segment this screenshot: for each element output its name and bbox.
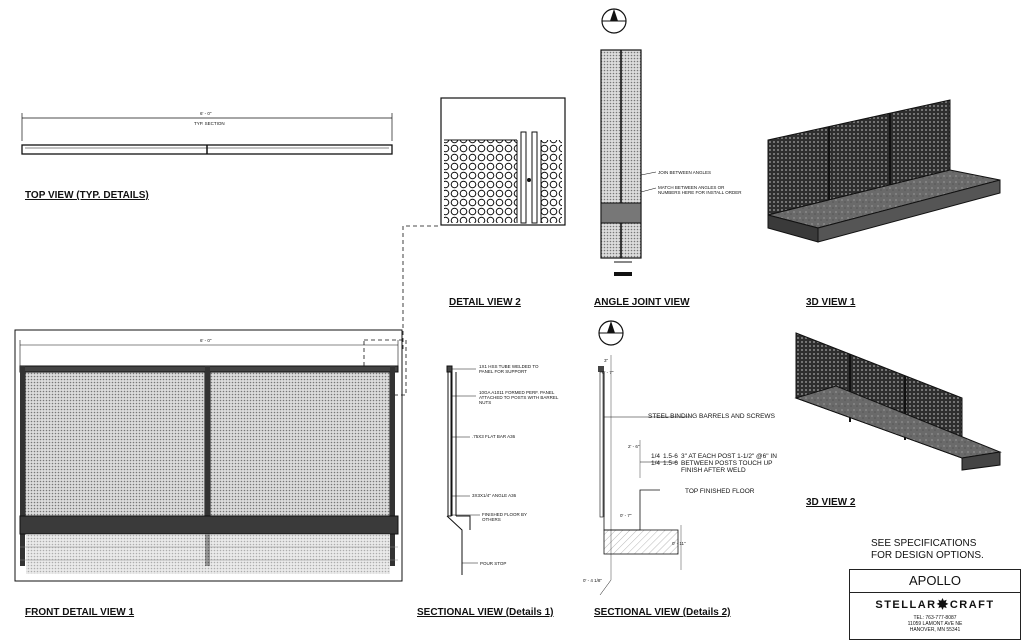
- angle-joint-drawing: [600, 8, 657, 276]
- sectional-view-1-title: SECTIONAL VIEW (Details 1): [417, 607, 554, 618]
- detail-callout-box: [363, 339, 407, 396]
- sect2-mid-dimension: 2' - 6": [628, 444, 640, 449]
- sect2-note-2: 3" AT EACH POST 1-1/2" @6" IN BETWEEN PO…: [681, 453, 777, 474]
- front-detail-view-drawing: [14, 329, 403, 582]
- sect2-bottom-dimension: 0' - 4 1/8": [583, 578, 602, 583]
- sect1-note-1: 1X1 HSS TUBE WELDED TO PANEL FOR SUPPORT: [479, 364, 539, 374]
- angle-joint-view-title: ANGLE JOINT VIEW: [594, 297, 690, 308]
- sect2-note-3: TOP FINISHED FLOOR: [685, 488, 755, 495]
- star-icon: ✸: [936, 596, 950, 612]
- 3d-view-2-title: 3D VIEW 2: [806, 497, 856, 508]
- spec-note: SEE SPECIFICATIONS FOR DESIGN OPTIONS.: [871, 538, 984, 561]
- 3d-view-1-title: 3D VIEW 1: [806, 297, 856, 308]
- brand-left: STELLAR: [875, 599, 937, 611]
- sect1-note-4: 3X3X1/4" ANGLE A36: [472, 493, 517, 498]
- company-address: TEL: 763-777-8087 11059 LAMONT AVE NE HA…: [907, 615, 963, 633]
- 3d-view-1-drawing: [767, 99, 1001, 243]
- sect2-top2-dimension: 0' - 7": [602, 370, 614, 375]
- brand-logo: STELLAR✸CRAFT: [850, 596, 1020, 613]
- top-view-drawing: [21, 113, 393, 155]
- front-width-dimension: 6' - 0": [200, 338, 212, 343]
- sect2-weld-symbol-a: 1/4 1/4: [651, 453, 661, 467]
- sectional-view-2-drawing: [598, 320, 690, 596]
- 3d-view-2-drawing: [794, 332, 1002, 471]
- sect2-low-dimension: 0' - 7": [620, 513, 632, 518]
- sect2-note-1: STEEL BINDING BARRELS AND SCREWS: [648, 413, 775, 420]
- title-block: APOLLO STELLAR✸CRAFT TEL: 763-777-8087 1…: [849, 569, 1021, 640]
- detail-leader-dashed: [402, 225, 441, 349]
- sect2-top-dimension: 3": [604, 358, 609, 363]
- sect1-note-6: POUR STOP: [480, 561, 507, 566]
- brand-right: CRAFT: [949, 599, 995, 611]
- project-name: APOLLO: [850, 570, 1020, 593]
- detail-view-2-title: DETAIL VIEW 2: [449, 297, 521, 308]
- sect2-base-dimension: 0' - 11": [672, 541, 686, 546]
- sect2-weld-symbol-b: 1.5-6 1.5-6: [663, 453, 678, 467]
- top-width-dimension: 6' - 0": [200, 111, 212, 116]
- sectional-view-1-drawing: [446, 365, 480, 575]
- sect1-note-5: FINISHED FLOOR BY OTHERS: [482, 512, 528, 522]
- detail-view-2-drawing: [440, 97, 566, 226]
- angle-joint-note-2: MATCH BETWEEN ANGLES OR NUMBERS HERE FOR…: [658, 185, 742, 195]
- sectional-view-2-title: SECTIONAL VIEW (Details 2): [594, 607, 731, 618]
- top-section-label: TYP. SECTION: [194, 121, 225, 126]
- front-detail-view-1-title: FRONT DETAIL VIEW 1: [25, 607, 135, 618]
- angle-joint-note-1: JOIN BETWEEN ANGLES: [658, 170, 712, 175]
- sect1-note-2: 10GA A1011 FORMED PERF. PANEL ATTACHED T…: [479, 390, 559, 405]
- sect1-note-3: .75X3 FLAT BAR A36: [472, 434, 516, 439]
- top-view-title: TOP VIEW (TYP. DETAILS): [25, 190, 149, 201]
